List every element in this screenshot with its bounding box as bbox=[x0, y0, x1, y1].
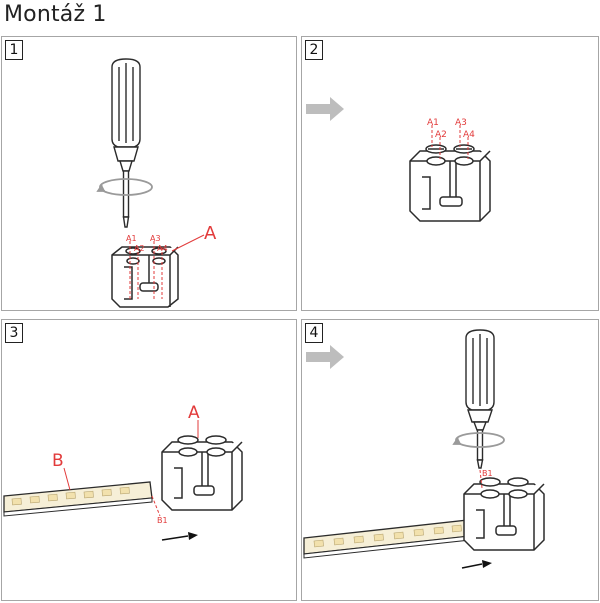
connector-icon bbox=[161, 435, 243, 511]
label-a4: A4 bbox=[157, 244, 168, 253]
label-b1: B1 bbox=[482, 469, 493, 478]
step-4-illustration: B1 bbox=[303, 329, 545, 569]
annotation-lines bbox=[479, 469, 483, 489]
step-2-illustration: A1 A2 A3 A4 bbox=[306, 97, 491, 222]
rotation-arrow-icon bbox=[96, 178, 153, 196]
step-3-illustration: B A B1 bbox=[3, 403, 243, 541]
label-a1: A1 bbox=[427, 118, 439, 128]
step-panel-2: 2 A1 A2 A3 A4 bbox=[301, 36, 599, 311]
label-a: A bbox=[188, 403, 200, 423]
screwdriver-icon bbox=[111, 58, 141, 228]
connector-icon bbox=[111, 246, 179, 308]
insert-arrow-icon bbox=[161, 532, 198, 541]
rotation-arrow-icon bbox=[452, 432, 505, 448]
annotation-lines bbox=[129, 234, 205, 299]
next-step-arrow-icon bbox=[306, 97, 344, 121]
label-a: A bbox=[204, 223, 217, 244]
label-a2: A2 bbox=[435, 130, 447, 140]
connector-icon bbox=[409, 144, 491, 222]
step-panel-4: 4 bbox=[301, 319, 599, 601]
next-step-arrow-icon bbox=[306, 345, 344, 369]
annotation-lines bbox=[431, 125, 469, 159]
screwdriver-icon bbox=[465, 329, 495, 469]
step-number: 2 bbox=[305, 40, 323, 60]
led-strip bbox=[3, 481, 153, 517]
step-number: 4 bbox=[305, 323, 323, 343]
label-a3: A3 bbox=[150, 234, 161, 243]
step-1-illustration: A1 A2 A3 A4 A bbox=[96, 58, 217, 308]
label-b1: B1 bbox=[157, 516, 168, 525]
label-a3: A3 bbox=[455, 118, 467, 128]
step-panel-3: 3 bbox=[1, 319, 297, 601]
step-number: 3 bbox=[5, 323, 23, 343]
label-b: B bbox=[52, 451, 64, 471]
label-a1: A1 bbox=[126, 234, 137, 243]
insert-arrow-icon bbox=[461, 560, 492, 569]
annotation-lines bbox=[63, 420, 199, 517]
step-number: 1 bbox=[5, 40, 23, 60]
connector-icon bbox=[463, 477, 545, 551]
led-strip bbox=[303, 519, 471, 559]
page-title: Montáž 1 bbox=[4, 2, 107, 27]
label-a4: A4 bbox=[463, 130, 475, 140]
label-a2: A2 bbox=[134, 244, 145, 253]
step-panel-1: 1 bbox=[1, 36, 297, 311]
